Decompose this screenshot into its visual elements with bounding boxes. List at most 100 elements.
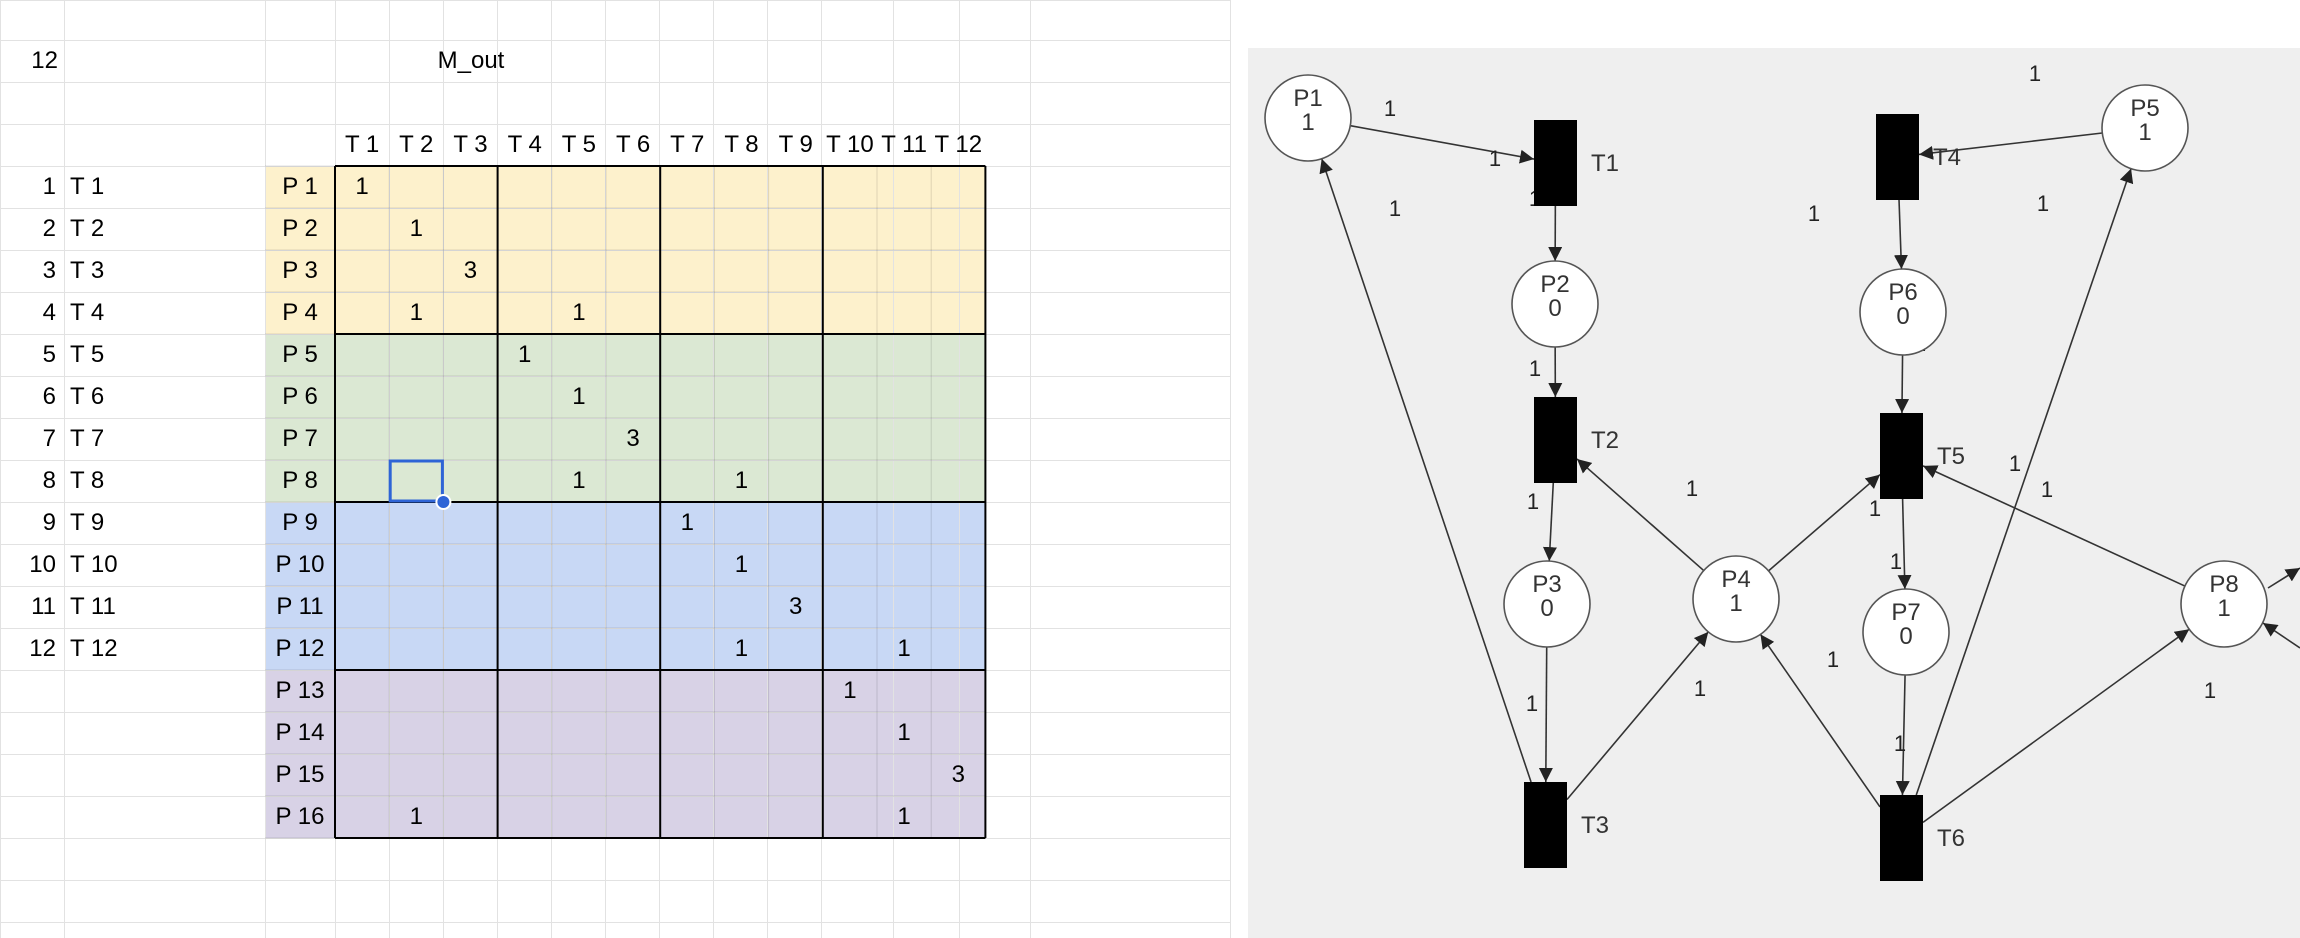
place-tokens: 0	[1540, 595, 1553, 622]
row-header-place-12: P 12	[275, 635, 325, 662]
transition-label: T6	[1937, 825, 1965, 852]
place-tokens: 0	[1899, 623, 1912, 650]
column-header-1: T 1	[344, 131, 380, 158]
transition-t6[interactable]	[1880, 795, 1923, 881]
fill-handle[interactable]	[435, 494, 452, 510]
index-label-12: T 12	[70, 635, 118, 662]
index-label-5: T 5	[70, 341, 105, 368]
arc-T2-P3	[1542, 482, 1557, 562]
matrix-cell: 3	[789, 593, 803, 620]
index-label-2: T 2	[70, 215, 105, 242]
place-p3[interactable]	[1503, 560, 1591, 648]
matrix-cell: 1	[572, 299, 586, 326]
index-number-4: 4	[42, 299, 56, 326]
matrix-cell: 1	[734, 467, 749, 494]
column-header-10: T 10	[826, 131, 874, 158]
index-label-9: T 9	[70, 509, 105, 536]
place-p1[interactable]	[1264, 74, 1352, 162]
column-header-11: T 11	[881, 131, 927, 158]
index-label-3: T 3	[70, 257, 105, 284]
place-p8[interactable]	[2180, 560, 2268, 648]
arc-T3-P4	[1566, 631, 1709, 801]
place-label: P5	[2130, 95, 2159, 122]
column-header-6: T 6	[615, 131, 651, 158]
transition-label: T1	[1591, 150, 1619, 177]
matrix-cell: 1	[897, 635, 911, 662]
index-number-9: 9	[42, 509, 56, 536]
matrix-cell: 1	[409, 299, 423, 326]
place-label: P7	[1891, 599, 1920, 626]
index-number-10: 10	[29, 551, 56, 578]
place-label: P2	[1540, 271, 1569, 298]
place-tokens: 1	[2217, 595, 2230, 622]
arc-P7-T6	[1895, 674, 1910, 796]
place-p6[interactable]	[1859, 268, 1947, 356]
row-header-place-7: P 7	[282, 425, 318, 452]
index-label-7: T 7	[70, 425, 105, 452]
row-header-place-15: P 15	[275, 761, 325, 788]
matrix-cell: 1	[409, 803, 423, 830]
place-p4[interactable]	[1692, 555, 1780, 643]
row-header-place-2: P 2	[282, 215, 318, 242]
arc-weight-label: 1	[2037, 191, 2049, 216]
matrix-cell: 1	[572, 383, 586, 410]
transition-t1[interactable]	[1534, 120, 1577, 206]
index-number-3: 3	[42, 257, 56, 284]
arc-weight-label: 1	[1808, 201, 1820, 226]
index-number-6: 6	[42, 383, 56, 410]
arc-weight-label: 1	[1526, 691, 1538, 716]
matrix-cell: 1	[897, 803, 911, 830]
arc-weight-label: 1	[1869, 496, 1881, 521]
matrix-cell: 1	[897, 719, 911, 746]
arc-weight-label: 1	[1389, 196, 1401, 221]
place-label: P1	[1293, 85, 1322, 112]
arc-weight-label: 1	[2009, 451, 2021, 476]
matrix-title: M_out	[437, 47, 505, 74]
transition-label: T5	[1937, 443, 1965, 470]
arc-weight-label: 1	[1894, 731, 1906, 756]
row-header-place-16: P 16	[275, 803, 325, 830]
place-tokens: 1	[1729, 590, 1742, 617]
column-header-5: T 5	[561, 131, 597, 158]
index-number-1: 1	[42, 173, 56, 200]
transition-label: T4	[1933, 144, 1961, 171]
spreadsheet-grid	[0, 0, 1231, 938]
place-tokens: 0	[1896, 303, 1909, 330]
matrix-cell: 3	[463, 257, 478, 284]
index-number-7: 7	[42, 425, 56, 452]
place-p7[interactable]	[1862, 588, 1950, 676]
arc-weight-label: 1	[1827, 647, 1839, 672]
row-header-place-6: P 6	[282, 383, 318, 410]
arc-P3-T3	[1538, 646, 1553, 783]
index-label-4: T 4	[70, 299, 105, 326]
transition-t5[interactable]	[1880, 413, 1923, 499]
index-number-12: 12	[29, 635, 56, 662]
index-label-10: T 10	[70, 551, 118, 578]
matrix-cell: 1	[843, 677, 857, 704]
column-header-4: T 4	[507, 131, 542, 158]
transition-label: T3	[1581, 812, 1609, 839]
arc-T5-P7	[1897, 498, 1912, 590]
place-p5[interactable]	[2101, 84, 2189, 172]
arc-T3-P1	[1319, 158, 1532, 783]
matrix-cell: 1	[734, 635, 749, 662]
column-header-9: T 9	[778, 131, 813, 158]
place-tokens: 1	[2138, 119, 2151, 146]
transition-t3[interactable]	[1524, 782, 1567, 868]
arc-P1-T1	[1350, 124, 1535, 164]
place-p2[interactable]	[1511, 260, 1599, 348]
petri-net-canvas: 11111111111111111111P11P20P30P41P51P60P7…	[1264, 61, 2300, 881]
matrix-cell: 1	[734, 551, 749, 578]
selected-cell[interactable]	[388, 459, 444, 503]
transition-t2[interactable]	[1534, 397, 1577, 483]
index-label-6: T 6	[70, 383, 105, 410]
column-header-8: T 8	[724, 131, 759, 158]
arc-T6-P4	[1759, 633, 1881, 808]
arc-weight-label: 1	[1384, 96, 1396, 121]
arc-P5-T4	[1918, 132, 2103, 160]
arc-weight-label: 1	[1694, 676, 1706, 701]
petri-net-diagram[interactable]: 11111111111111111111P11P20P30P41P51P60P7…	[1248, 48, 2300, 938]
transition-t4[interactable]	[1876, 114, 1919, 200]
arc-P4-T5	[1768, 473, 1881, 572]
place-label: P3	[1532, 571, 1561, 598]
